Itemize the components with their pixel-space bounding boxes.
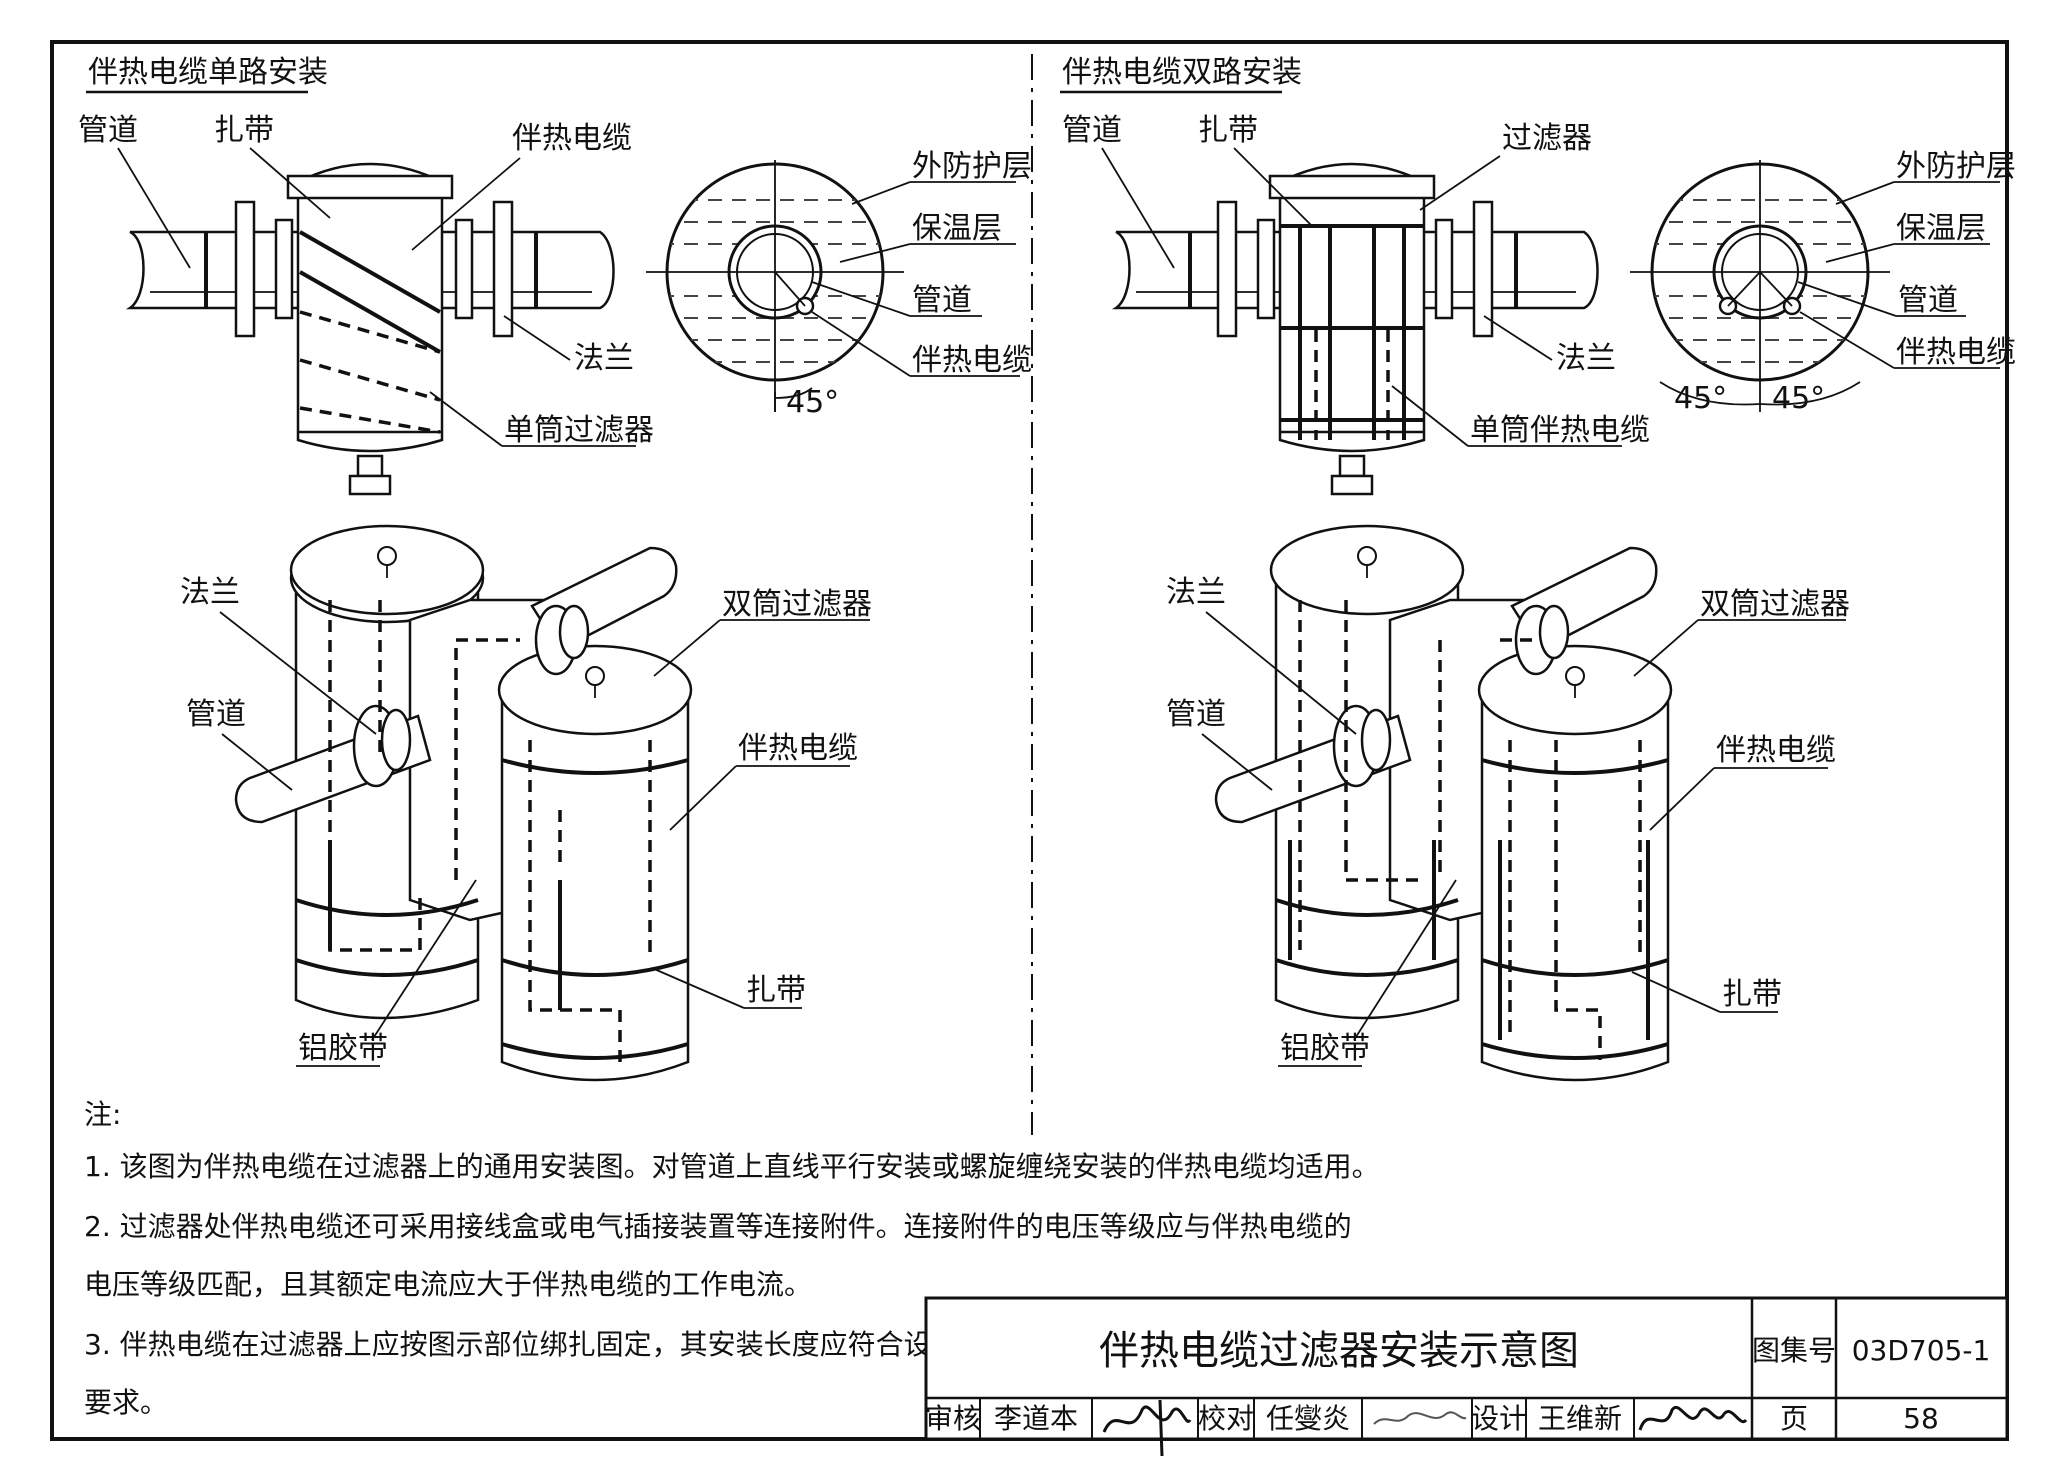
left-band-label: 扎带 <box>214 113 274 148</box>
left-insulation-label: 保温层 <box>912 211 1002 246</box>
left-cable-section-label: 伴热电缆 <box>912 343 1032 378</box>
right-cable-section-label: 伴热电缆 <box>1896 335 2016 370</box>
reviewer-name: 李道本 <box>994 1402 1078 1435</box>
right-3d-flange-label: 法兰 <box>1166 575 1226 610</box>
right-insulation-label: 保温层 <box>1896 211 1986 246</box>
notes-heading: 注: <box>84 1098 121 1131</box>
right-3d-double-filter <box>1214 524 1673 1082</box>
right-3d-band-label: 扎带 <box>1722 977 1782 1012</box>
left-3d-cable-label: 伴热电缆 <box>738 731 858 766</box>
note-3a: 3. 伴热电缆在过滤器上应按图示部位绑扎固定，其安装长度应符合设计 <box>84 1328 960 1361</box>
right-front-view <box>1111 162 1599 496</box>
right-pipe-section-label: 管道 <box>1898 283 1958 318</box>
right-band-label: 扎带 <box>1198 113 1258 148</box>
notes-block: 注: 1. 该图为伴热电缆在过滤器上的通用安装图。对管道上直线平行安装或螺旋缠绕… <box>84 1098 1380 1419</box>
right-angle-right-label: 45° <box>1772 381 1825 416</box>
design-label: 设计 <box>1471 1402 1527 1435</box>
right-3d-cable-label: 伴热电缆 <box>1716 733 1836 768</box>
right-filter-label: 过滤器 <box>1502 121 1592 156</box>
atlas-number: 03D705-1 <box>1852 1334 1991 1367</box>
left-outer-layer-label: 外防护层 <box>912 149 1032 184</box>
checker-signature <box>1373 1411 1467 1425</box>
right-section-view <box>1630 160 1890 412</box>
left-cable-label: 伴热电缆 <box>512 121 632 156</box>
left-front-view <box>125 162 615 496</box>
right-pipe-label: 管道 <box>1062 113 1122 148</box>
left-section-view <box>646 160 904 412</box>
checker-name: 任燮炎 <box>1266 1402 1350 1435</box>
left-3d-band-label: 扎带 <box>746 973 806 1008</box>
page-number: 58 <box>1903 1402 1939 1435</box>
left-angle-label: 45° <box>786 385 839 420</box>
left-panel-header: 伴热电缆单路安装 <box>88 55 328 90</box>
designer-signature <box>1638 1406 1748 1431</box>
right-angle-left-label: 45° <box>1674 381 1727 416</box>
left-flange-label: 法兰 <box>574 341 634 376</box>
left-pipe-label: 管道 <box>78 113 138 148</box>
page-label: 页 <box>1780 1402 1808 1435</box>
review-label: 审核 <box>925 1402 981 1435</box>
check-label: 校对 <box>1198 1402 1254 1435</box>
designer-name: 王维新 <box>1538 1402 1622 1435</box>
left-3d-double-filter-label: 双筒过滤器 <box>722 587 872 622</box>
title-block <box>924 1296 2009 1441</box>
right-flange-label: 法兰 <box>1556 341 1616 376</box>
left-3d-double-filter <box>234 524 693 1082</box>
note-1: 1. 该图为伴热电缆在过滤器上的通用安装图。对管道上直线平行安装或螺旋缠绕安装的… <box>84 1150 1380 1183</box>
right-panel-header: 伴热电缆双路安装 <box>1062 55 1302 90</box>
right-3d-pipe-label: 管道 <box>1166 697 1226 732</box>
left-pipe-section-label: 管道 <box>912 283 972 318</box>
left-3d-flange-label: 法兰 <box>180 575 240 610</box>
right-outer-layer-label: 外防护层 <box>1896 149 2016 184</box>
left-single-filter-label: 单筒过滤器 <box>504 413 654 448</box>
left-3d-pipe-label: 管道 <box>186 697 246 732</box>
note-3b: 要求。 <box>84 1386 168 1419</box>
right-single-cable-label: 单筒伴热电缆 <box>1470 413 1650 448</box>
atlas-number-label: 图集号 <box>1752 1334 1836 1367</box>
right-3d-double-filter-label: 双筒过滤器 <box>1700 587 1850 622</box>
drawing-title: 伴热电缆过滤器安装示意图 <box>1099 1328 1579 1374</box>
note-2b: 电压等级匹配，且其额定电流应大于伴热电缆的工作电流。 <box>84 1268 812 1301</box>
reviewer-signature <box>1102 1399 1192 1457</box>
note-2a: 2. 过滤器处伴热电缆还可采用接线盒或电气插接装置等连接附件。连接附件的电压等级… <box>84 1210 1352 1243</box>
